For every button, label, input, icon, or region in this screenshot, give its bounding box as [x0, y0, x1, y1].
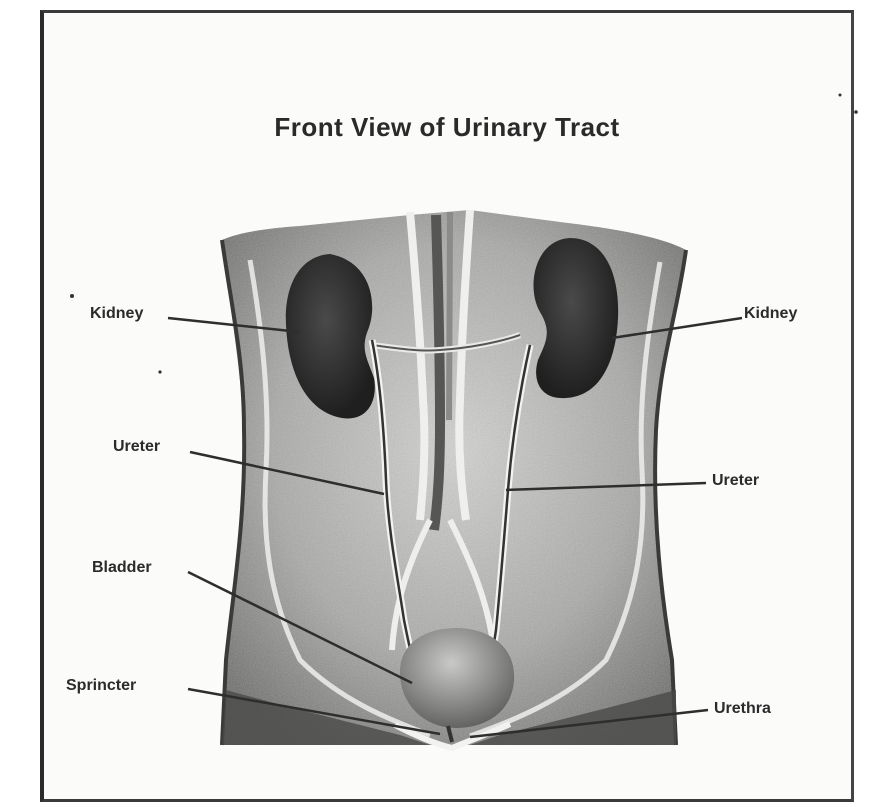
- label-ureter-left: Ureter: [113, 438, 160, 456]
- label-bladder: Bladder: [92, 559, 152, 577]
- label-sphincter: Sprincter: [66, 677, 136, 695]
- diagram-title: Front View of Urinary Tract: [0, 112, 874, 143]
- label-kidney-right: Kidney: [744, 305, 797, 323]
- label-urethra: Urethra: [714, 700, 771, 718]
- label-kidney-left: Kidney: [90, 305, 143, 323]
- label-ureter-right: Ureter: [712, 472, 759, 490]
